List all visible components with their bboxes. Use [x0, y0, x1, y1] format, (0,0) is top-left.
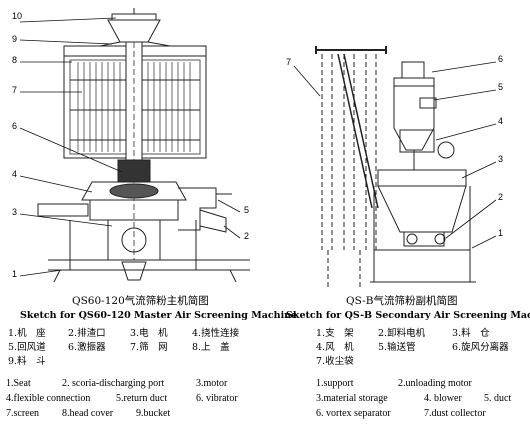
master-legend-en-3: 3.motor — [196, 378, 228, 389]
master-callout-8: 8 — [12, 55, 18, 65]
master-callout-1: 1 — [12, 269, 18, 279]
master-legend-cn-7: 7.筛 网 — [130, 342, 168, 353]
master-callout-10: 10 — [12, 11, 23, 21]
secondary-legend-en-2: 2.unloading motor — [398, 378, 472, 389]
master-callout-4: 4 — [12, 169, 18, 179]
secondary-legend-cn-7: 7.收尘袋 — [316, 356, 354, 367]
master-legend-cn-2: 2.排渣口 — [68, 328, 106, 339]
secondary-callout-4: 4 — [498, 116, 504, 126]
secondary-legend-cn-4: 4.风 机 — [316, 342, 354, 353]
secondary-legend-en-3: 3.material storage — [316, 393, 388, 404]
master-legend-en-4: 4.flexible connection — [6, 393, 91, 404]
secondary-legend-cn-6: 6.旋风分离器 — [452, 342, 509, 353]
master-legend-en-5: 5.return duct — [116, 393, 168, 404]
master-callout-3: 3 — [12, 207, 18, 217]
master-callout-5: 5 — [244, 205, 250, 215]
secondary-callout-7: 7 — [286, 57, 292, 67]
secondary-callout-6: 6 — [498, 54, 504, 64]
master-legend-cn-9: 9.料 斗 — [8, 356, 46, 367]
secondary-caption-en: Sketch for QS-B Secondary Air Screening … — [286, 310, 530, 321]
secondary-legend-en-5: 5. duct — [484, 393, 512, 404]
master-callout-7: 7 — [12, 85, 18, 95]
secondary-legend-cn-1: 1.支 架 — [316, 328, 354, 339]
secondary-callout-5: 5 — [498, 82, 504, 92]
secondary-caption-cn: QS-B气流筛粉副机简图 — [346, 295, 458, 307]
master-legend-en-2: 2. scoria-discharging port — [62, 378, 165, 389]
secondary-callout-3: 3 — [498, 154, 504, 164]
master-callout-2: 2 — [244, 231, 250, 241]
secondary-legend-cn-3: 3.料 仓 — [452, 328, 490, 339]
master-callout-lines — [19, 17, 241, 277]
secondary-machine-drawing — [315, 46, 476, 290]
secondary-legend-en-6: 6. vortex separator — [316, 408, 391, 419]
master-machine-drawing — [37, 8, 250, 283]
master-callout-9: 9 — [12, 34, 18, 44]
master-legend-en-7: 7.screen — [6, 408, 40, 419]
secondary-legend-en-4: 4. blower — [424, 393, 462, 404]
secondary-callout-1: 1 — [498, 228, 504, 238]
master-caption-en: Sketch for QS60-120 Master Air Screening… — [20, 310, 298, 321]
master-legend-cn-5: 5.回风道 — [8, 342, 46, 353]
secondary-callout-2: 2 — [498, 192, 504, 202]
secondary-legend-cn-2: 2.卸料电机 — [378, 328, 426, 339]
master-legend-en-6: 6. vibrator — [196, 393, 238, 404]
master-callout-6: 6 — [12, 121, 18, 131]
master-legend-en-1: 1.Seat — [6, 378, 31, 389]
master-legend-cn-3: 3.电 机 — [130, 328, 168, 339]
master-legend-en-9: 9.bucket — [136, 408, 171, 419]
master-legend-cn-1: 1.机 座 — [8, 328, 46, 339]
secondary-legend-cn-5: 5.输送管 — [378, 342, 416, 353]
master-legend-cn-4: 4.挠性连接 — [192, 328, 240, 339]
master-caption-cn: QS60-120气流筛粉主机简图 — [72, 295, 209, 307]
secondary-legend-en-1: 1.support — [316, 378, 354, 389]
master-legend-cn-6: 6.激振器 — [68, 342, 106, 353]
master-legend-cn-8: 8.上 盖 — [192, 342, 230, 353]
secondary-callout-lines — [293, 61, 497, 249]
master-legend-en-8: 8.head cover — [62, 408, 114, 419]
secondary-legend-en-7: 7.dust collector — [424, 408, 486, 419]
